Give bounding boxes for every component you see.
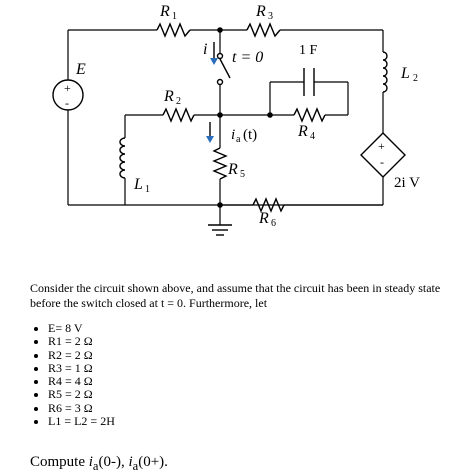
question: Compute ia(0-), ia(0+).: [30, 454, 168, 474]
switch-time-label: t = 0: [232, 49, 263, 66]
r1-label: R: [159, 3, 170, 20]
resistor-r2: R 2: [125, 88, 270, 123]
switch-current-label: i: [203, 41, 207, 58]
resistor-r3: R 3: [246, 3, 281, 38]
r4-sub: 4: [310, 131, 315, 142]
capacitor-label: 1 F: [299, 43, 318, 58]
ia-arg: (t): [243, 127, 257, 143]
r5-label: R: [227, 161, 238, 178]
dep-minus: -: [380, 155, 384, 169]
param-item: R5 = 2 Ω: [48, 388, 460, 402]
inductor-l1: L 1: [119, 115, 150, 205]
r3-label: R: [255, 3, 266, 20]
r5-sub: 5: [240, 169, 245, 180]
param-item: R2 = 2 Ω: [48, 348, 460, 362]
question-i2: i: [128, 454, 133, 470]
l1-sub: 1: [145, 184, 150, 195]
question-i1: i: [88, 454, 93, 470]
switch: i t = 0: [203, 30, 263, 115]
r4-label: R: [297, 123, 308, 140]
dep-plus: +: [378, 139, 385, 153]
resistor-r6: R 6: [220, 197, 285, 229]
param-item: R4 = 4 Ω: [48, 374, 460, 388]
ia-sub: a: [236, 134, 241, 145]
param-item: R6 = 3 Ω: [48, 401, 460, 415]
junction-bottom: [217, 202, 223, 208]
param-item: E= 8 V: [48, 321, 460, 335]
inductor-l2: L 2: [382, 30, 418, 133]
param-item: R3 = 1 Ω: [48, 361, 460, 375]
resistor-r1: R 1: [156, 3, 191, 38]
question-mid: (0-),: [98, 454, 129, 470]
question-sub2: a: [132, 459, 139, 473]
e-label: E: [75, 61, 86, 78]
dep-source-label: 2i V: [394, 175, 420, 191]
capacitor-r4-block: 1 F R 4: [269, 43, 349, 142]
circuit-diagram: R 1 R 3 + - E i t = 0 R 2: [52, 3, 420, 236]
r3-sub: 3: [268, 11, 273, 22]
ground-icon: [208, 224, 232, 236]
r2-label: R: [163, 88, 174, 105]
problem-intro: Consider the circuit shown above, and as…: [30, 281, 441, 310]
r6-label: R: [258, 210, 269, 227]
r2-sub: 2: [176, 96, 181, 107]
l1-label: L: [133, 176, 143, 193]
parameter-list: E= 8 V R1 = 2 Ω R2 = 2 Ω R3 = 1 Ω R4 = 4…: [30, 321, 460, 428]
question-post: (0+).: [138, 454, 168, 470]
junction-cap-left: [267, 112, 273, 118]
e-plus: +: [64, 81, 71, 95]
param-item: L1 = L2 = 2H: [48, 414, 460, 428]
question-pre: Compute: [30, 454, 89, 470]
r1-sub: 1: [172, 11, 177, 22]
problem-text: Consider the circuit shown above, and as…: [30, 281, 460, 428]
e-minus: -: [65, 96, 69, 110]
resistor-r5: i a (t) R 5: [206, 115, 257, 225]
ia-label: i: [231, 127, 235, 143]
voltage-source-e: + - E: [52, 30, 86, 205]
param-item: R1 = 2 Ω: [48, 334, 460, 348]
question-sub1: a: [92, 459, 99, 473]
r6-sub: 6: [271, 218, 276, 229]
dependent-voltage-source: + - 2i V: [360, 132, 420, 205]
l2-sub: 2: [413, 73, 418, 84]
l2-label: L: [400, 65, 410, 82]
